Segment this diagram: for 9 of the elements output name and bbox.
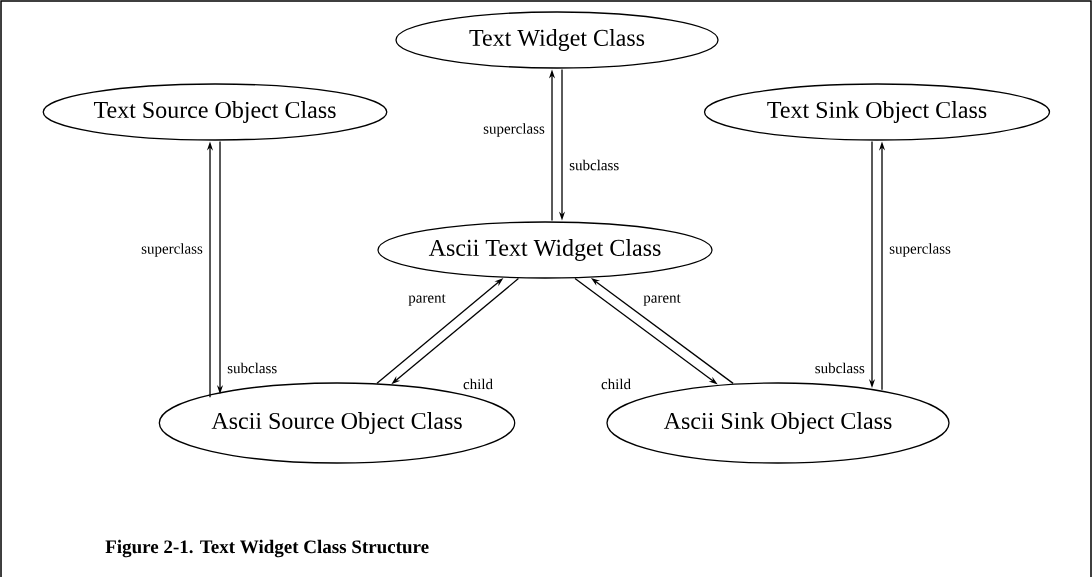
edge-label: parent: [643, 294, 681, 306]
edge-label: superclass: [889, 243, 951, 257]
edge-label: subclass: [815, 362, 865, 374]
figure-caption: Figure 2-1. Text Widget Class Structure: [105, 539, 429, 558]
edge-label: subclass: [569, 159, 619, 171]
edge-label: subclass: [227, 362, 277, 374]
edge-label: parent: [408, 294, 446, 306]
edge-label: superclass: [141, 243, 203, 257]
edge-label: superclass: [483, 123, 545, 137]
